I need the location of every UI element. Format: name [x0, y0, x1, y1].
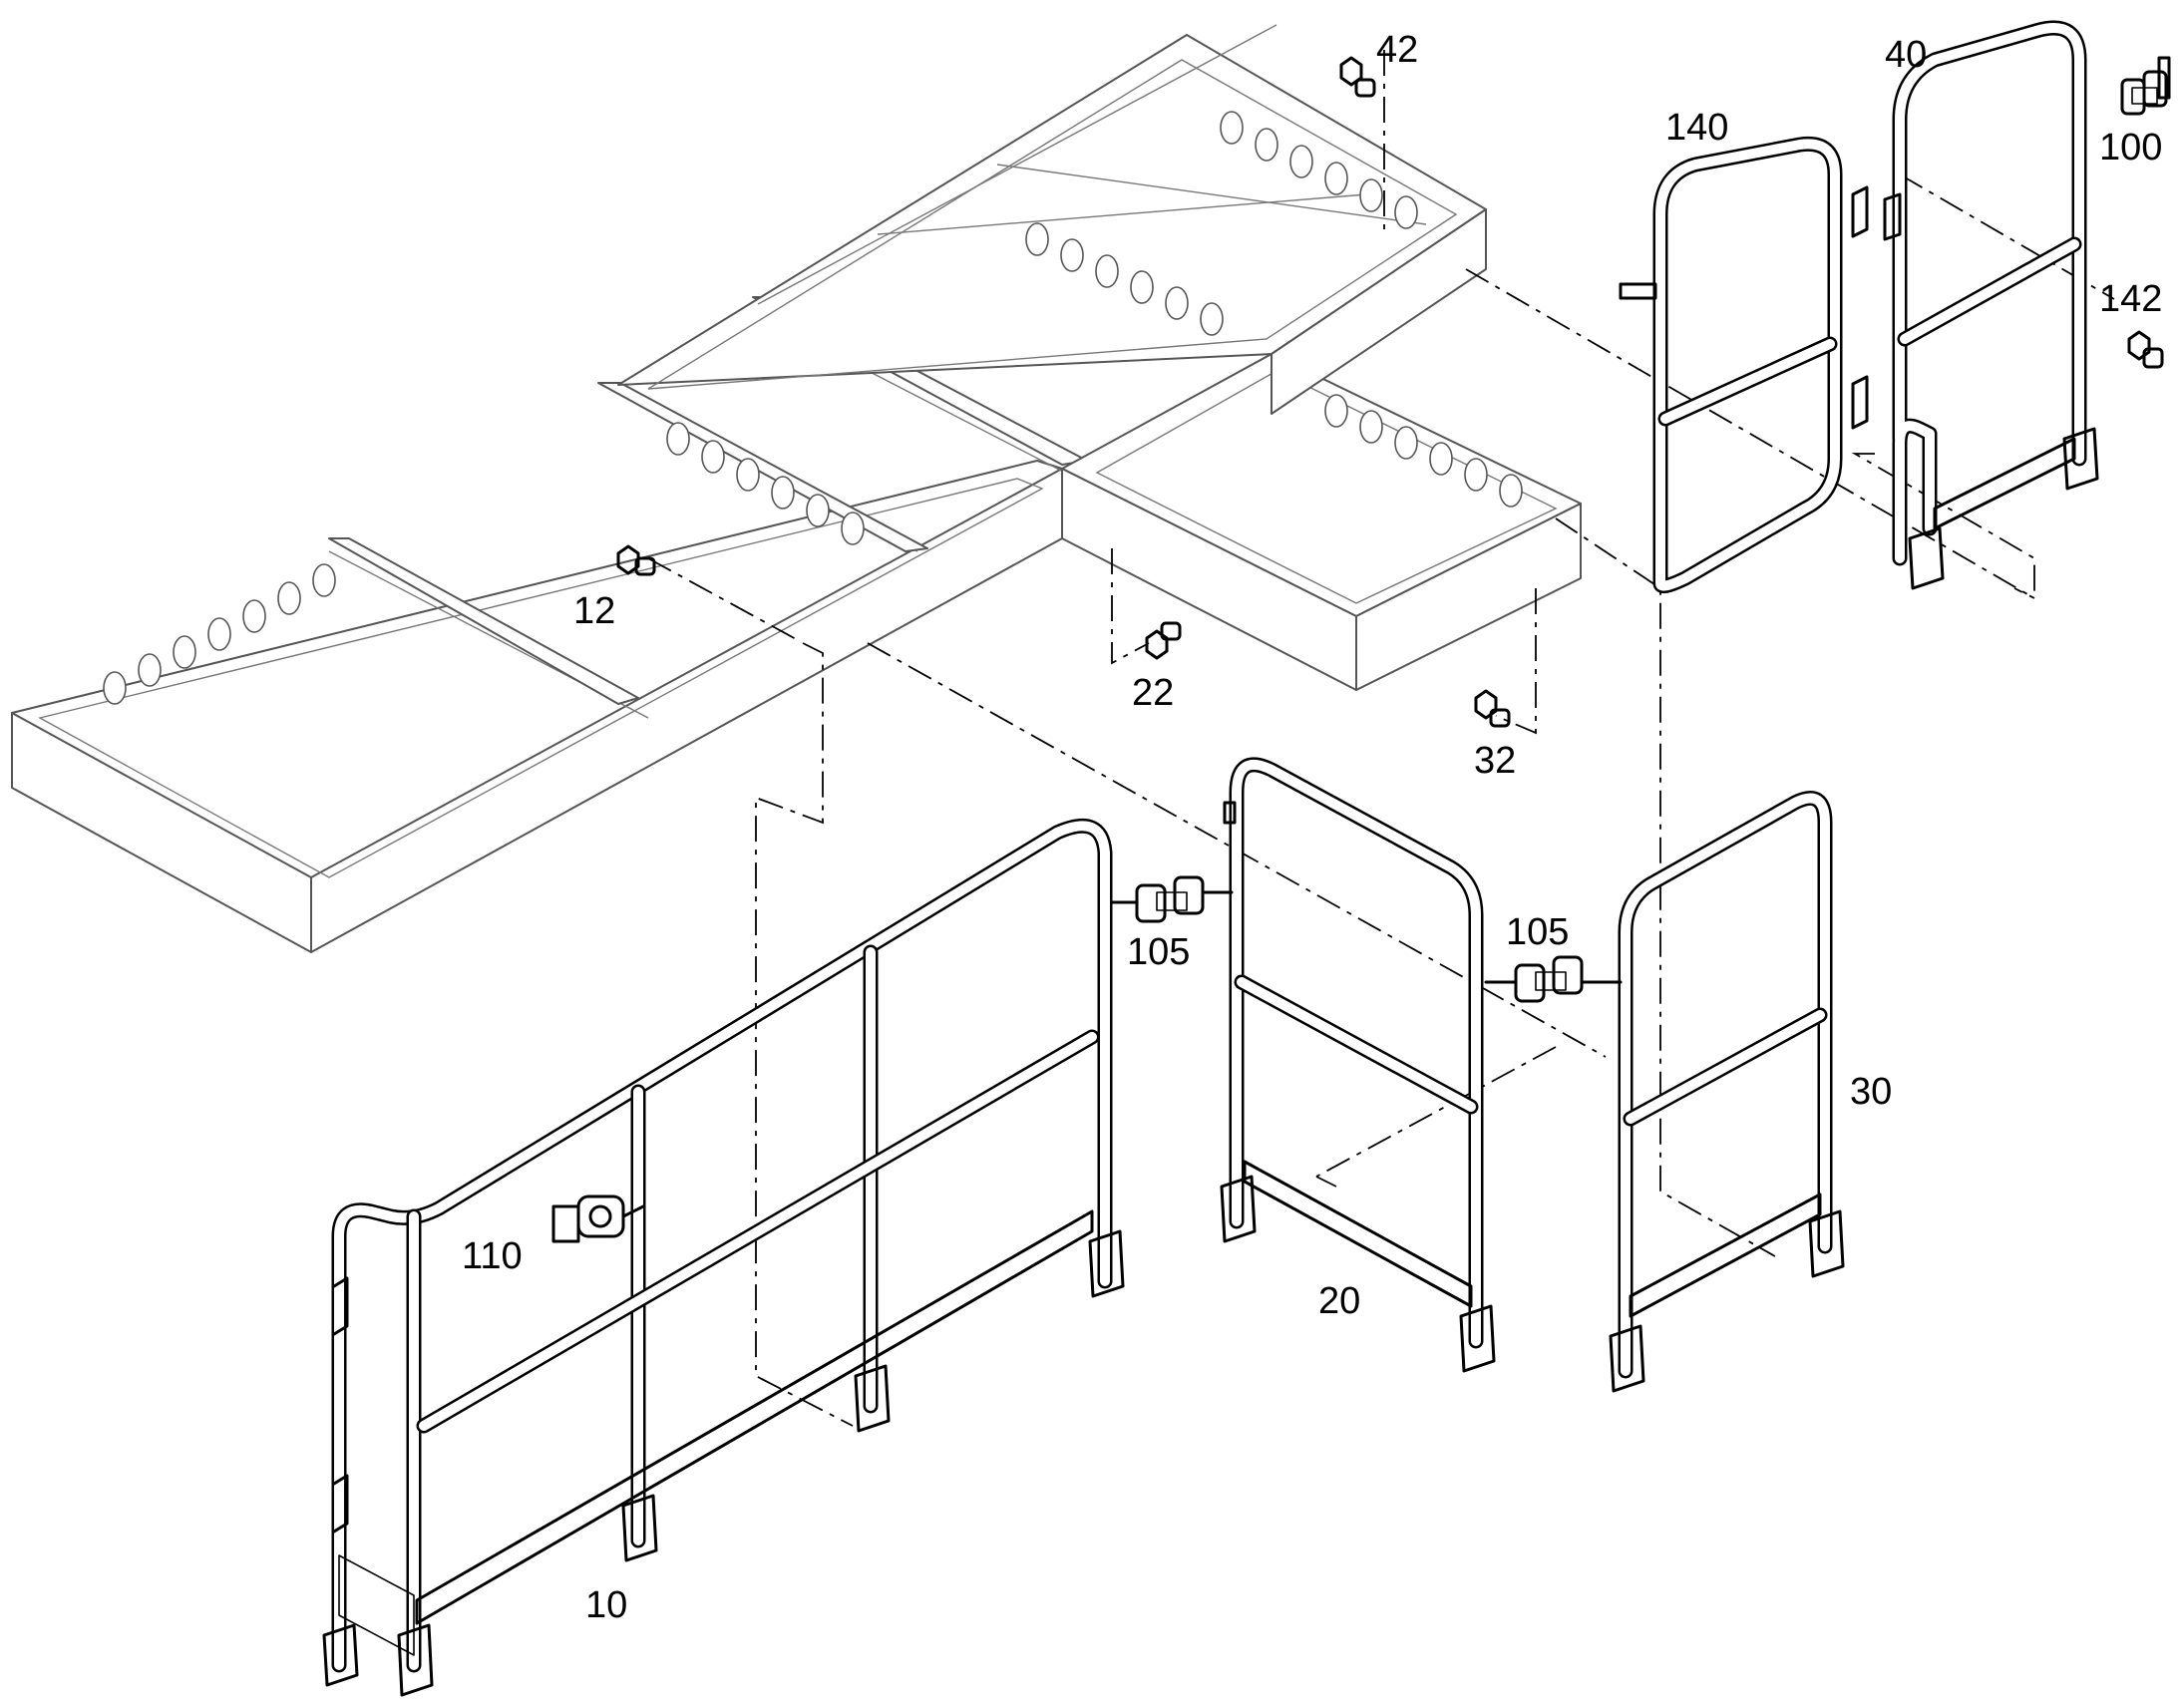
- callout-105-left: 105: [1127, 931, 1190, 973]
- platform-tray-upper: [617, 24, 1487, 415]
- callout-10: 10: [585, 1584, 627, 1626]
- bolt-12: [616, 544, 656, 576]
- tray-holes: [103, 111, 1523, 705]
- callout-30: 30: [1850, 1071, 1892, 1113]
- callout-110: 110: [462, 1235, 523, 1277]
- callout-22: 22: [1132, 672, 1174, 714]
- bolt-32: [1474, 689, 1511, 728]
- platform-frame: [11, 24, 1582, 953]
- platform-tray-long: [11, 296, 1088, 953]
- callout-42: 42: [1376, 29, 1418, 71]
- callout-12: 12: [573, 590, 615, 632]
- callout-142: 142: [2099, 278, 2162, 320]
- coupler-105-left: [1110, 875, 1234, 923]
- bolt-42: [1339, 56, 1376, 98]
- railing-section-30: [1609, 791, 1845, 1393]
- platform-tray-short: [1061, 353, 1582, 691]
- bolt-142: [2127, 330, 2164, 369]
- railing-section-10: [322, 818, 1125, 1697]
- callout-labels: 42 40 100 140 142 12 22 32 105 105 30 11…: [462, 29, 2162, 1626]
- hinge-100: [2120, 56, 2171, 116]
- railing-section-20: [1220, 757, 1496, 1373]
- gate-section-40: [1883, 20, 2099, 590]
- callout-32: 32: [1474, 740, 1516, 782]
- callout-140: 140: [1665, 107, 1728, 149]
- bolt-22: [1145, 621, 1182, 660]
- callout-40: 40: [1885, 34, 1927, 76]
- coupler-105-right: [1484, 955, 1623, 1003]
- clamp-110: [551, 1195, 645, 1243]
- callout-20: 20: [1318, 1280, 1360, 1322]
- gate-section-140: [1619, 136, 1869, 594]
- callout-105-right: 105: [1506, 911, 1569, 953]
- callout-100: 100: [2099, 127, 2162, 169]
